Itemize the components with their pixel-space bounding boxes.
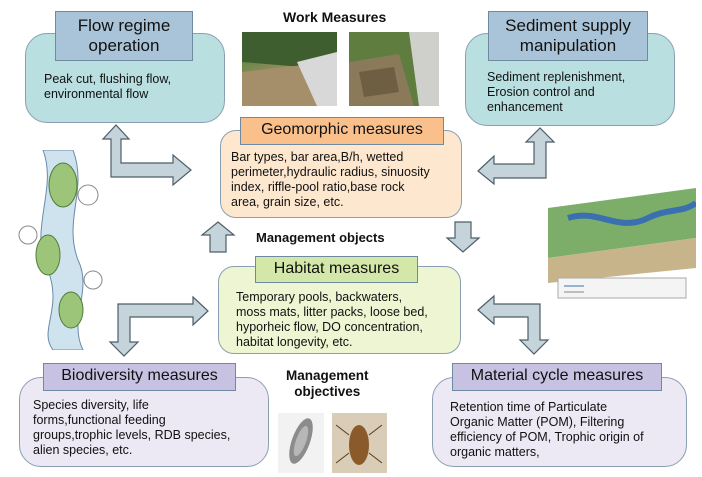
geomorphic-body: Bar types, bar area,B/h, wetted perimete… (231, 150, 430, 209)
habitat-to-material-cycle-arrow (477, 294, 550, 355)
insect-photo (332, 413, 387, 473)
biodiversity-box (19, 377, 269, 467)
river-map-illustration (3, 150, 115, 350)
flow-to-geomorphic-arrow (101, 124, 192, 187)
management-objectives-label: Management objectives (286, 368, 369, 399)
geomorphic-to-habitat-arrow (445, 221, 481, 253)
habitat-to-biodiversity-arrow (108, 295, 209, 357)
management-objects-label: Management objects (256, 230, 385, 245)
restoration-photo (349, 32, 439, 106)
biodiversity-body: Species diversity, life forms,functional… (33, 398, 231, 457)
channel-cross-section-illustration (548, 178, 696, 300)
geomorphic-title: Geomorphic measures (240, 117, 444, 145)
habitat-title: Habitat measures (255, 256, 418, 283)
biodiversity-title: Biodiversity measures (43, 363, 236, 391)
fish-photo (278, 413, 324, 473)
material-cycle-body: Retention time of Particulate Organic Ma… (450, 400, 644, 459)
sediment-supply-title: Sediment supply manipulation (488, 11, 648, 61)
sediment-to-geomorphic-arrow (477, 127, 556, 186)
habitat-body: Temporary pools, backwaters, moss mats, … (236, 290, 428, 349)
flow-regime-title: Flow regime operation (55, 11, 193, 61)
flow-regime-body: Peak cut, flushing flow, environmental f… (44, 72, 172, 101)
material-cycle-title: Material cycle measures (452, 363, 662, 391)
flood-photo (242, 32, 337, 106)
work-measures-label: Work Measures (283, 9, 387, 25)
habitat-to-geomorphic-arrow (200, 221, 236, 253)
sediment-supply-body: Sediment replenishment, Erosion control … (487, 70, 626, 114)
